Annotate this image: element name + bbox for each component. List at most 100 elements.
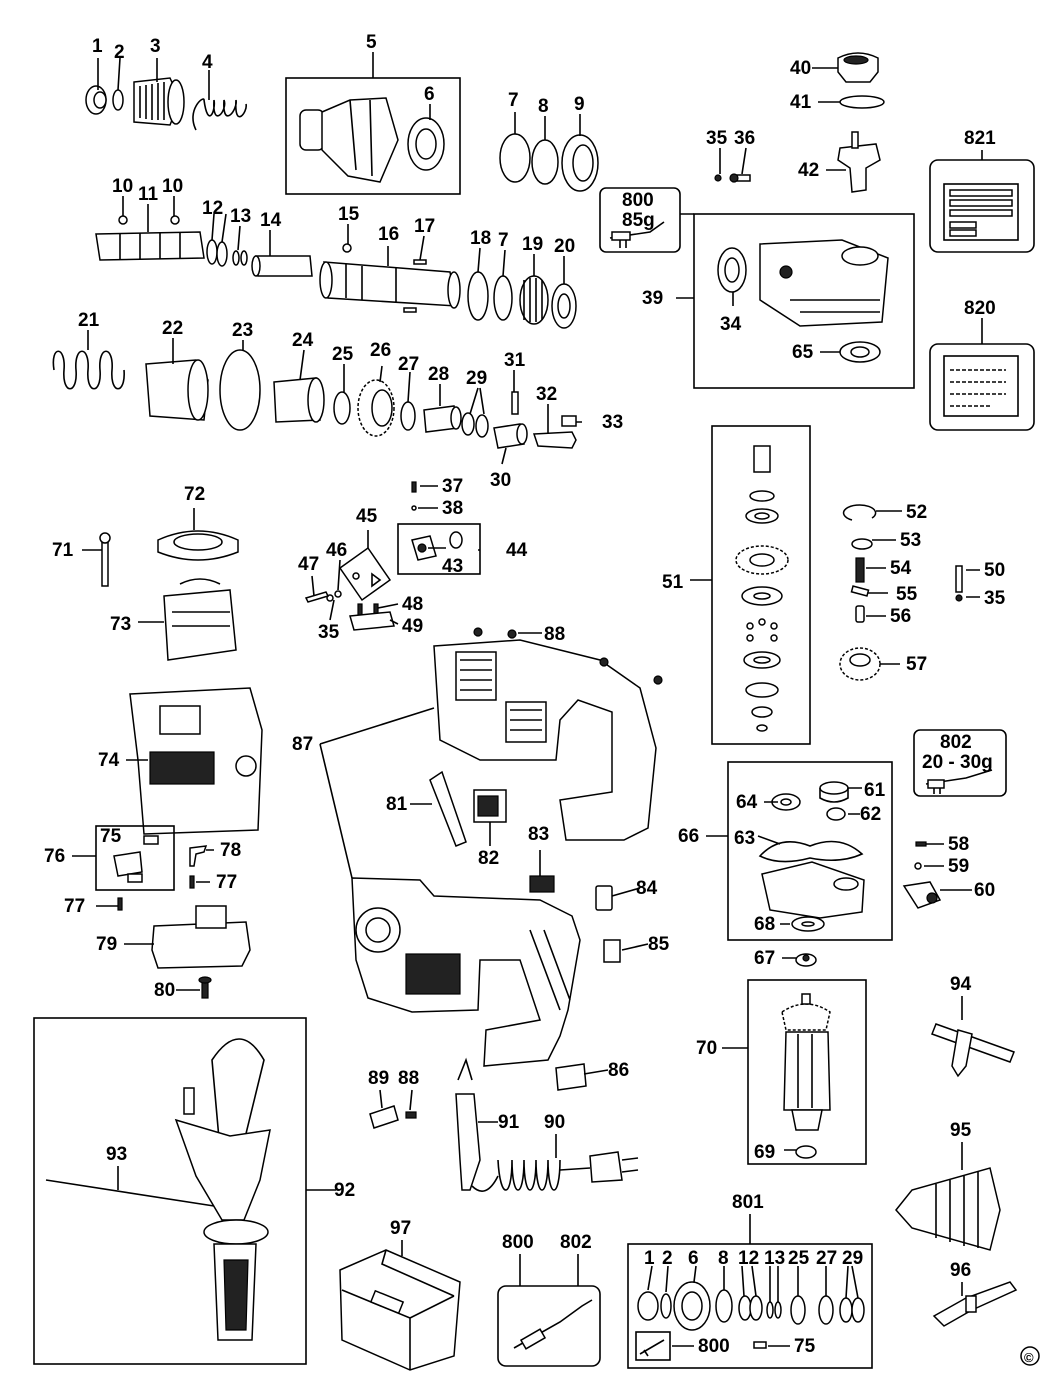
leader-lines bbox=[72, 52, 983, 1347]
label-47: 47 bbox=[298, 554, 319, 575]
label-65: 65 bbox=[792, 342, 814, 363]
label-15: 15 bbox=[338, 204, 360, 225]
label-70: 70 bbox=[696, 1038, 717, 1059]
label-86: 86 bbox=[608, 1060, 629, 1081]
label-38: 38 bbox=[442, 498, 463, 519]
label-35c: 35 bbox=[984, 588, 1006, 609]
part-52-circlip bbox=[842, 504, 877, 521]
label-60: 60 bbox=[974, 880, 995, 901]
label-73: 73 bbox=[110, 614, 131, 635]
label-81: 81 bbox=[386, 794, 408, 815]
label-19: 19 bbox=[522, 234, 543, 255]
label-94: 94 bbox=[950, 974, 972, 995]
part-40-cap bbox=[837, 52, 879, 83]
label-8: 8 bbox=[538, 96, 549, 117]
label-77a: 77 bbox=[216, 872, 237, 893]
label-97: 97 bbox=[390, 1218, 411, 1239]
label-10a: 10 bbox=[112, 176, 133, 197]
label-17: 17 bbox=[414, 216, 435, 237]
part-95-drill-chuck bbox=[895, 1167, 1001, 1251]
label-68: 68 bbox=[754, 914, 775, 935]
part-21-spring bbox=[52, 350, 125, 390]
part-27-ring bbox=[400, 401, 416, 431]
label-20: 20 bbox=[554, 236, 575, 257]
part-79-end-cap bbox=[151, 905, 251, 969]
part-82-switch bbox=[473, 789, 507, 823]
part-67-bearing bbox=[795, 953, 817, 967]
part-7b-ring bbox=[493, 275, 513, 321]
label-92: 92 bbox=[334, 1180, 355, 1201]
label-821: 821 bbox=[964, 128, 996, 149]
part-84-pad bbox=[595, 885, 613, 911]
part-89-brush-holder bbox=[369, 1105, 399, 1129]
part-75-brush bbox=[143, 835, 159, 845]
part-14-striker bbox=[251, 255, 313, 277]
part-32-lever bbox=[532, 431, 577, 449]
kit-label-8: 8 bbox=[718, 1248, 729, 1269]
label-820: 820 bbox=[964, 298, 996, 319]
label-28: 28 bbox=[428, 364, 449, 385]
kit-label-13: 13 bbox=[764, 1248, 785, 1269]
grease-800-number: 800 bbox=[622, 190, 654, 211]
label-41: 41 bbox=[790, 92, 812, 113]
label-26: 26 bbox=[370, 340, 391, 361]
part-70-box bbox=[747, 979, 867, 1165]
part-73-field bbox=[163, 578, 237, 661]
label-75: 75 bbox=[100, 826, 122, 847]
label-31: 31 bbox=[504, 350, 526, 371]
label-62: 62 bbox=[860, 804, 881, 825]
part-92-side-handle bbox=[174, 1038, 271, 1341]
label-48: 48 bbox=[402, 594, 423, 615]
part-90-cord-plug bbox=[471, 1151, 639, 1192]
label-36: 36 bbox=[734, 128, 755, 149]
label-25: 25 bbox=[332, 344, 354, 365]
part-42-crank bbox=[837, 131, 881, 193]
part-25-ring bbox=[333, 391, 351, 425]
part-70-armature bbox=[781, 993, 831, 1131]
label-30: 30 bbox=[490, 470, 511, 491]
label-802: 802 bbox=[560, 1232, 592, 1253]
part-13-rings bbox=[232, 250, 248, 266]
part-83-block bbox=[529, 875, 555, 893]
part-63-gasket bbox=[758, 840, 864, 863]
part-30-bushing bbox=[493, 423, 528, 449]
label-35a: 35 bbox=[706, 128, 728, 149]
part-78-screw bbox=[189, 845, 208, 867]
label-74: 74 bbox=[98, 750, 120, 771]
part-53-ring bbox=[851, 538, 873, 550]
label-22: 22 bbox=[162, 318, 183, 339]
label-79: 79 bbox=[96, 934, 117, 955]
kit-label-1: 1 bbox=[644, 1248, 655, 1269]
label-1: 1 bbox=[92, 36, 103, 57]
part-93-depth-rod bbox=[45, 1179, 215, 1207]
label-44: 44 bbox=[506, 540, 528, 561]
part-66-cover bbox=[761, 861, 865, 919]
part-88b-screw bbox=[405, 1111, 417, 1119]
kit-label-27: 27 bbox=[816, 1248, 837, 1269]
label-32: 32 bbox=[536, 384, 557, 405]
part-71-screw bbox=[99, 532, 111, 587]
copyright-text: © bbox=[1024, 1350, 1034, 1365]
part-76-brush-holder bbox=[113, 851, 143, 883]
label-87: 87 bbox=[292, 734, 313, 755]
label-35b: 35 bbox=[318, 622, 340, 643]
kit-label-75: 75 bbox=[794, 1336, 816, 1357]
part-74-motor-housing bbox=[129, 687, 263, 835]
label-95: 95 bbox=[950, 1120, 972, 1141]
grease-800-802-box bbox=[497, 1285, 601, 1367]
part-86-label bbox=[555, 1063, 587, 1091]
label-10b: 10 bbox=[162, 176, 183, 197]
part-28-sleeve bbox=[423, 405, 462, 433]
grease-800-box bbox=[599, 187, 681, 253]
label-90: 90 bbox=[544, 1112, 565, 1133]
label-80: 80 bbox=[154, 980, 175, 1001]
part-51-box bbox=[711, 425, 811, 745]
kit-801-parts bbox=[635, 1281, 865, 1361]
part-58-pin bbox=[915, 841, 927, 847]
part-2-ring bbox=[112, 89, 124, 111]
label-53: 53 bbox=[900, 530, 921, 551]
part-10-ball bbox=[118, 215, 180, 225]
label-2: 2 bbox=[114, 42, 125, 63]
part-85-pad bbox=[603, 939, 621, 963]
